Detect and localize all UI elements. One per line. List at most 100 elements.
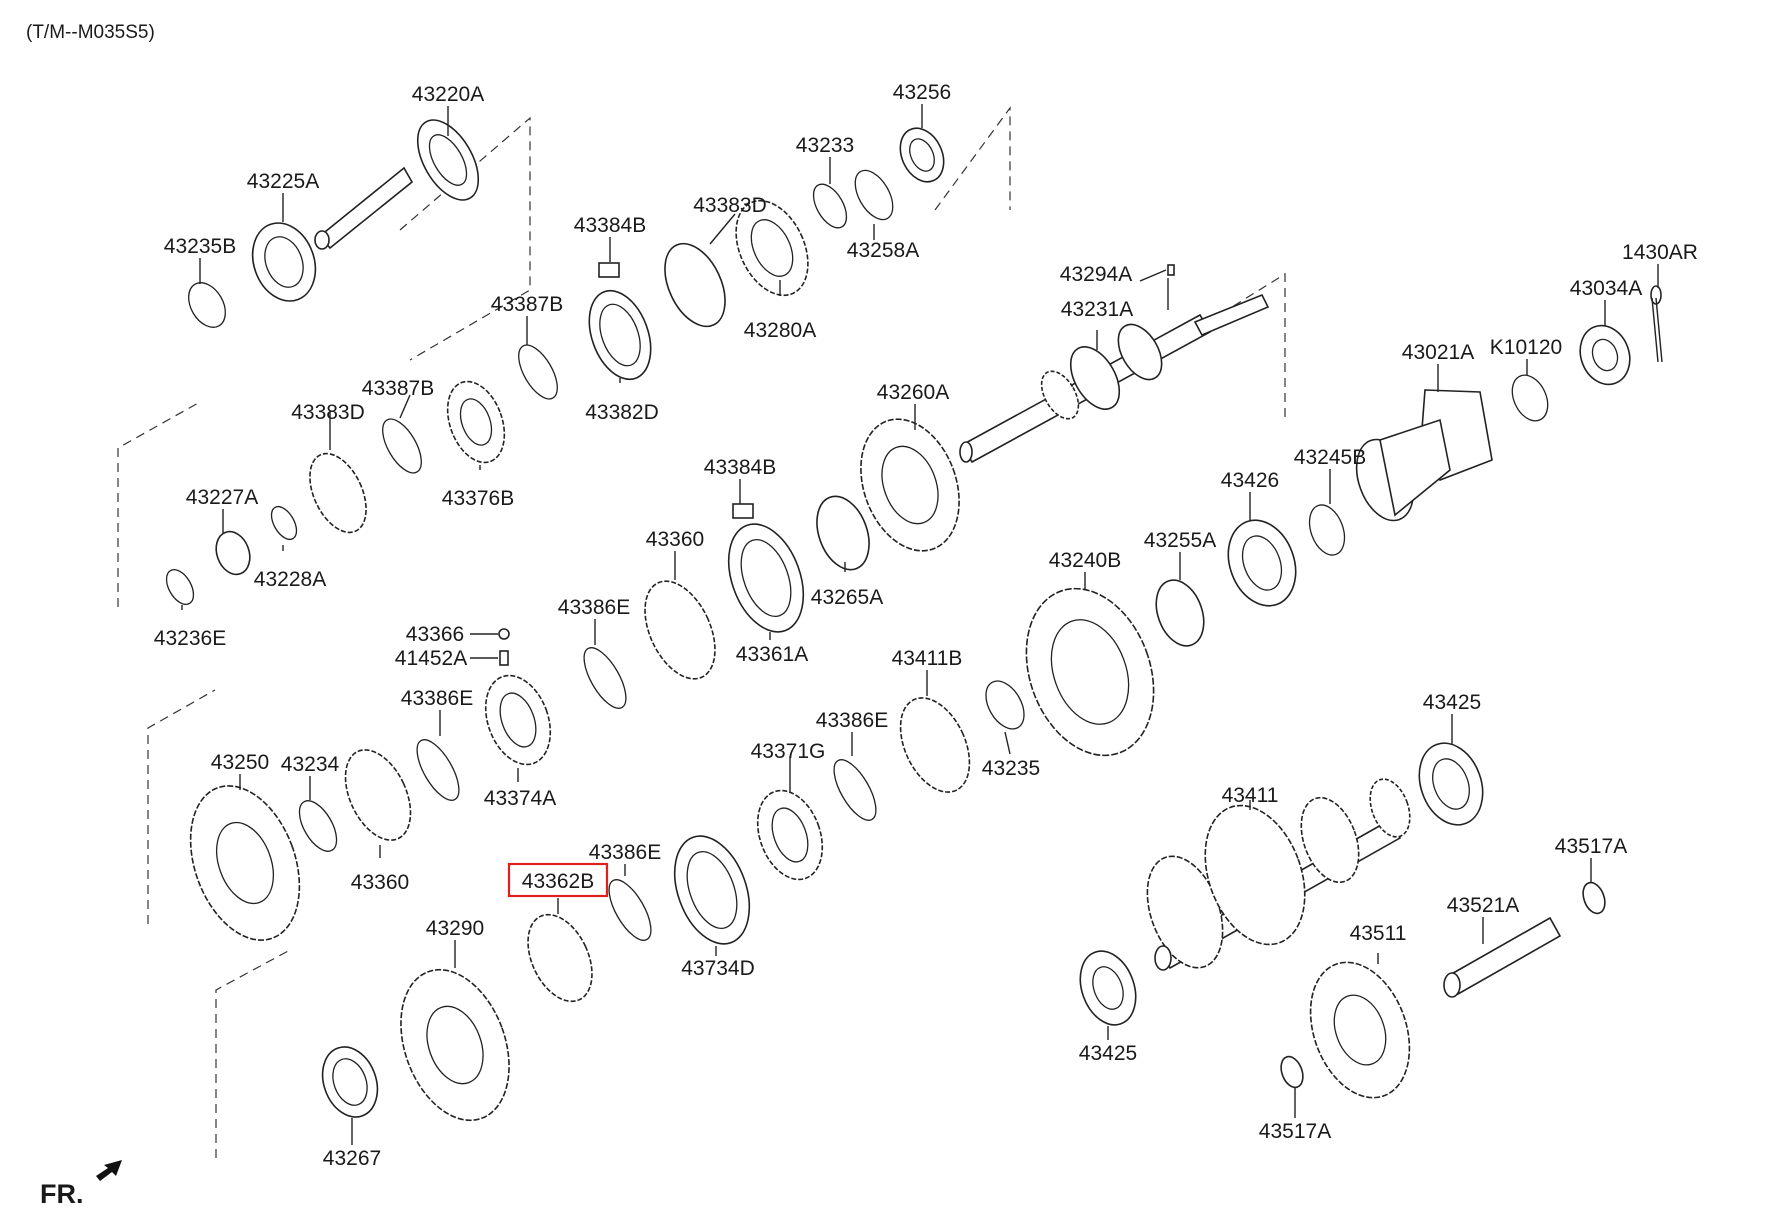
label-43425-top[interactable]: 43425 (1423, 691, 1481, 714)
sync-ring-43362B[interactable] (515, 904, 605, 1011)
label-43734D[interactable]: 43734D (681, 957, 755, 980)
snap-ring-43233 (812, 183, 848, 229)
label-43233[interactable]: 43233 (796, 134, 854, 157)
key-43384B-mid (732, 503, 754, 519)
label-43290[interactable]: 43290 (426, 917, 484, 940)
sync-ring-43383D-top (664, 242, 726, 328)
sleeve-43734D (673, 835, 751, 945)
label-43384B-mid[interactable]: 43384B (704, 456, 776, 479)
label-43362B[interactable]: 43362B (522, 870, 594, 893)
clip-43386E-b (416, 739, 460, 801)
label-43383D-mid[interactable]: 43383D (291, 401, 365, 424)
label-43360-bottom[interactable]: 43360 (351, 871, 409, 894)
reverse-idler-gear-43511 (1309, 961, 1411, 1099)
pin-43294A (1167, 264, 1175, 276)
bearing-43255A (1155, 579, 1205, 647)
spring-41452A (499, 650, 509, 666)
counter-shaft-43411 (1146, 778, 1411, 971)
clip-43386E-c (833, 759, 877, 821)
label-43366[interactable]: 43366 (406, 623, 464, 646)
label-1430AR[interactable]: 1430AR (1622, 241, 1698, 264)
ring-K10120 (1511, 374, 1549, 422)
main-shaft-43231A (959, 293, 1270, 464)
label-43361A[interactable]: 43361A (736, 643, 808, 666)
label-43225A[interactable]: 43225A (247, 170, 319, 193)
label-43234[interactable]: 43234 (281, 753, 340, 776)
label-43228A[interactable]: 43228A (254, 568, 326, 591)
label-43227A[interactable]: 43227A (186, 486, 258, 509)
clip-43386E-a (583, 647, 627, 709)
label-43235[interactable]: 43235 (982, 757, 1040, 780)
label-43260A[interactable]: 43260A (877, 381, 949, 404)
hub-43376B (446, 380, 506, 464)
label-43034A[interactable]: 43034A (1570, 277, 1642, 300)
label-43280A[interactable]: 43280A (744, 319, 816, 342)
label-43256[interactable]: 43256 (893, 81, 951, 104)
label-43220A[interactable]: 43220A (412, 83, 484, 106)
bearing-43267 (321, 1046, 379, 1118)
washer-43517A-bottom (1280, 1055, 1304, 1089)
ring-43258A (854, 169, 894, 221)
label-43258A[interactable]: 43258A (847, 239, 919, 262)
label-43250[interactable]: 43250 (211, 751, 269, 774)
lock-nut-43034A (1579, 324, 1631, 386)
label-43411[interactable]: 43411 (1222, 784, 1279, 807)
label-43425-bottom[interactable]: 43425 (1079, 1042, 1137, 1065)
key-43384B-top (598, 262, 620, 278)
hub-43371G (756, 789, 824, 881)
bearing-43425-top (1418, 742, 1484, 826)
label-43426[interactable]: 43426 (1221, 469, 1279, 492)
bearing-43425-bottom (1079, 950, 1137, 1026)
label-43294A[interactable]: 43294A (1060, 263, 1132, 286)
label-43374A[interactable]: 43374A (484, 787, 556, 810)
label-43517A-top[interactable]: 43517A (1555, 835, 1627, 858)
sleeve-43361A (727, 523, 805, 633)
label-43386E-c[interactable]: 43386E (816, 709, 888, 732)
label-43387B-top[interactable]: 43387B (491, 293, 563, 316)
washer-43517A-top (1582, 881, 1606, 915)
clip-43387B-mid (382, 418, 422, 474)
label-43235B[interactable]: 43235B (164, 235, 236, 258)
hub-43374A (484, 674, 552, 766)
label-K10120[interactable]: K10120 (1490, 336, 1562, 359)
label-43360-top[interactable]: 43360 (646, 528, 704, 551)
label-43384B-top[interactable]: 43384B (574, 214, 646, 237)
label-43511[interactable]: 43511 (1350, 922, 1407, 945)
label-43236E[interactable]: 43236E (154, 627, 226, 650)
label-43255A[interactable]: 43255A (1144, 529, 1216, 552)
label-43386E-b[interactable]: 43386E (401, 687, 473, 710)
reverse-shaft-43521A (1443, 916, 1562, 998)
sync-ring-43411B (899, 697, 971, 793)
label-43521A[interactable]: 43521A (1447, 894, 1519, 917)
label-41452A[interactable]: 41452A (395, 647, 467, 670)
bearing-43227A (215, 530, 251, 576)
label-43383D-top[interactable]: 43383D (693, 194, 767, 217)
label-43386E-d[interactable]: 43386E (589, 841, 661, 864)
sleeve-43382D (588, 289, 652, 381)
model-code: (T/M--M035S5) (26, 22, 155, 43)
bearing-43225A (251, 222, 317, 302)
gear-43290 (400, 968, 510, 1122)
label-43387B-mid[interactable]: 43387B (362, 377, 434, 400)
ring-43234 (298, 800, 338, 852)
label-43517A-bottom[interactable]: 43517A (1259, 1120, 1331, 1143)
label-43267[interactable]: 43267 (323, 1147, 381, 1170)
front-direction-indicator: FR. (40, 1160, 122, 1209)
label-43382D[interactable]: 43382D (585, 401, 659, 424)
label-43265A[interactable]: 43265A (811, 586, 883, 609)
label-43376B[interactable]: 43376B (442, 487, 514, 510)
label-43231A[interactable]: 43231A (1061, 298, 1133, 321)
clip-43387B-top (518, 344, 558, 400)
bearing-43256 (899, 127, 945, 183)
label-43021A[interactable]: 43021A (1402, 341, 1474, 364)
label-43371G[interactable]: 43371G (751, 740, 826, 763)
part-labels: 43220A 43225A 43235B 43256 43233 43258A … (154, 81, 1698, 1170)
label-43386E-a[interactable]: 43386E (558, 596, 630, 619)
label-43411B[interactable]: 43411B (892, 647, 963, 670)
sync-ring-43383D-mid (309, 452, 367, 534)
label-43245B[interactable]: 43245B (1294, 446, 1366, 469)
ring-43236E (165, 569, 195, 605)
label-43240B[interactable]: 43240B (1049, 549, 1121, 572)
gear-43260A (860, 418, 960, 552)
